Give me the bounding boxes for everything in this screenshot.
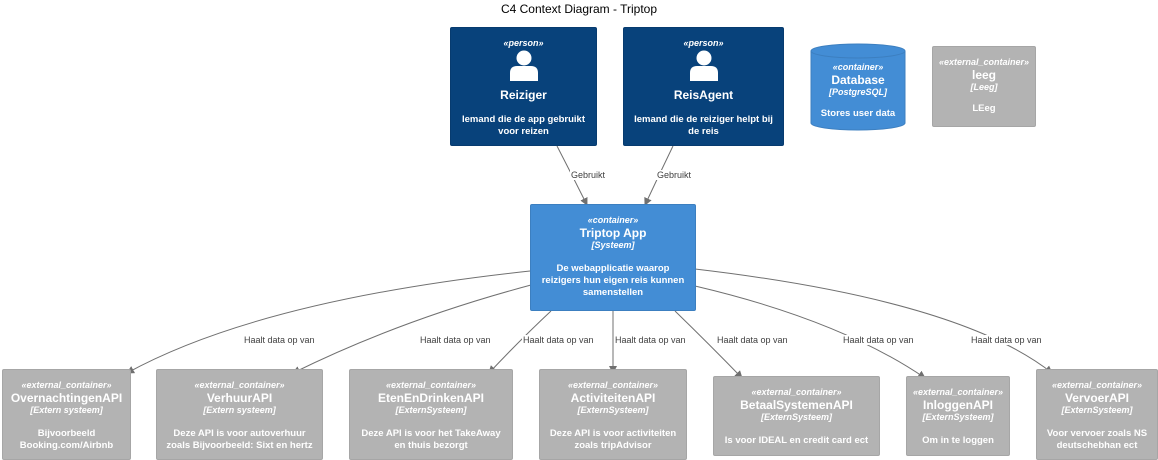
edge-label-fetches: Haalt data op van: [243, 335, 316, 345]
stereotype-label: «container»: [587, 215, 639, 225]
stereotype-label: «external_container»: [194, 380, 285, 390]
container-tech: [ExternSysteem]: [760, 412, 833, 422]
container-tech: [Systeem]: [591, 240, 635, 250]
container-tech: [Leeg]: [970, 82, 998, 92]
container-name: VervoerAPI: [1064, 391, 1130, 405]
container-tech: [ExternSysteem]: [922, 412, 994, 422]
stereotype-label: «external_container»: [385, 380, 477, 390]
edge-label-fetches: Haalt data op van: [419, 335, 492, 345]
container-tech: [ExternSysteem]: [1061, 405, 1133, 415]
container-name: VerhuurAPI: [206, 391, 273, 405]
container-description: LEeg: [972, 103, 996, 114]
edge-label-fetches: Haalt data op van: [842, 335, 915, 345]
container-description: Bijvoorbeeld Booking.com/Airbnb: [19, 428, 114, 451]
container-description: Is voor IDEAL en credit card ect: [724, 435, 869, 446]
stereotype-label: «external_container»: [1051, 380, 1143, 390]
stereotype-label: «external_container»: [21, 380, 112, 390]
stereotype-label: «external_container»: [912, 387, 1004, 397]
container-name: OvernachtingenAPI: [10, 391, 123, 405]
edge-app-etenendrinken: [488, 310, 552, 374]
edge-label-fetches: Haalt data op van: [522, 335, 595, 345]
person-description: Iemand die de reiziger helpt bij de reis: [634, 114, 773, 137]
stereotype-label: «container»: [832, 62, 884, 72]
stereotype-label: «person»: [503, 38, 544, 48]
container-name: Triptop App: [579, 226, 647, 240]
container-tech: [Extern systeem]: [30, 405, 103, 415]
container-triptop-app[interactable]: «container» Triptop App [Systeem] De web…: [530, 204, 696, 311]
external-container-overnachtingenapi[interactable]: «external_container» OvernachtingenAPI […: [2, 369, 131, 460]
edge-app-inloggen: [694, 285, 926, 379]
container-name: InloggenAPI: [923, 398, 993, 412]
stereotype-label: «external_container»: [567, 380, 659, 390]
edge-app-verhuur: [292, 284, 532, 374]
container-description: Deze API is voor autoverhuur zoals Bijvo…: [166, 428, 313, 451]
container-name: ActiviteitenAPI: [570, 391, 656, 405]
container-name: leeg: [971, 68, 996, 82]
edge-app-overnachtingen: [126, 270, 531, 374]
person-icon: [689, 50, 718, 81]
external-container-inloggenapi[interactable]: «external_container» InloggenAPI [Extern…: [906, 376, 1010, 456]
database-cylinder-icon: [810, 43, 906, 131]
edge-label-fetches: Haalt data op van: [970, 335, 1043, 345]
person-name: Reiziger: [500, 88, 547, 102]
edge-label-fetches: Haalt data op van: [614, 335, 687, 345]
person-reisagent[interactable]: «person» ReisAgent Iemand die de reizige…: [623, 27, 784, 146]
stereotype-label: «external_container»: [751, 387, 842, 397]
container-tech: [Extern systeem]: [203, 405, 276, 415]
database-description: Stores user data: [820, 108, 896, 119]
container-description: Deze API is voor het TakeAway en thuis b…: [361, 428, 501, 451]
container-database[interactable]: «container» Database [PostgreSQL] Stores…: [810, 43, 906, 131]
container-name: EtenEnDrinkenAPI: [377, 391, 485, 405]
edge-app-vervoer: [694, 268, 1053, 374]
external-container-verhuurapi[interactable]: «external_container» VerhuurAPI [Extern …: [156, 369, 323, 460]
edge-app-betaalsystemen: [674, 310, 743, 379]
database-tech: [PostgreSQL]: [828, 87, 887, 97]
person-reiziger[interactable]: «person» Reiziger Iemand die de app gebr…: [450, 27, 597, 146]
person-name: ReisAgent: [673, 88, 734, 102]
stereotype-label: «person»: [683, 38, 724, 48]
external-container-activiteitenapi[interactable]: «external_container» ActiviteitenAPI [Ex…: [539, 369, 687, 460]
container-description: De webapplicatie waarop reizigers hun ei…: [541, 263, 685, 298]
stereotype-label: «external_container»: [938, 57, 1030, 67]
container-tech: [ExternSysteem]: [395, 405, 467, 415]
container-description: Deze API is voor activiteiten zoals trip…: [549, 428, 677, 451]
external-container-betaalsystemenapi[interactable]: «external_container» BetaalSystemenAPI […: [713, 376, 880, 456]
external-container-vervoerapi[interactable]: «external_container» VervoerAPI [ExternS…: [1036, 369, 1158, 460]
diagram-title: C4 Context Diagram - Triptop: [500, 2, 658, 16]
external-container-etenendrinkenapi[interactable]: «external_container» EtenEnDrinkenAPI [E…: [349, 369, 513, 460]
person-icon: [509, 50, 538, 81]
container-tech: [ExternSysteem]: [577, 405, 649, 415]
external-container-leeg[interactable]: «external_container» leeg [Leeg] LEeg: [932, 46, 1036, 127]
database-name: Database: [831, 73, 885, 87]
container-description: Voor vervoer zoals NS deutschebhan ect: [1046, 428, 1148, 451]
container-name: BetaalSystemenAPI: [740, 398, 853, 412]
container-description: Om in te loggen: [922, 435, 994, 446]
edge-label-uses: Gebruikt: [570, 170, 607, 180]
person-description: Iemand die de app gebruikt voor reizen: [462, 114, 585, 137]
edge-label-uses: Gebruikt: [656, 170, 693, 180]
edge-label-fetches: Haalt data op van: [716, 335, 789, 345]
